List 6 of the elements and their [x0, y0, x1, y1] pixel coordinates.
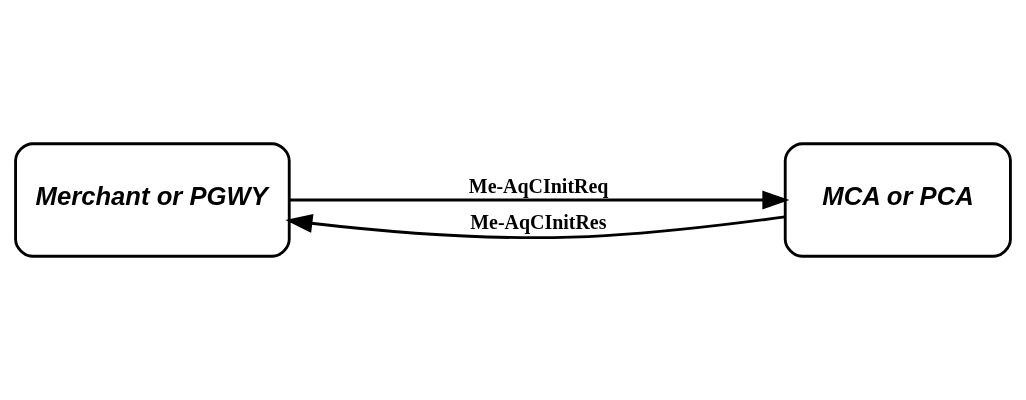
edge-label: Me-AqCInitReq [468, 175, 609, 198]
node-box: MCA or PCA [783, 142, 1012, 258]
arrow [285, 213, 786, 240]
arrow [289, 190, 790, 210]
edge-label: Me-AqCInitRes [470, 210, 607, 233]
node-box: Merchant or PGWY [14, 142, 291, 258]
